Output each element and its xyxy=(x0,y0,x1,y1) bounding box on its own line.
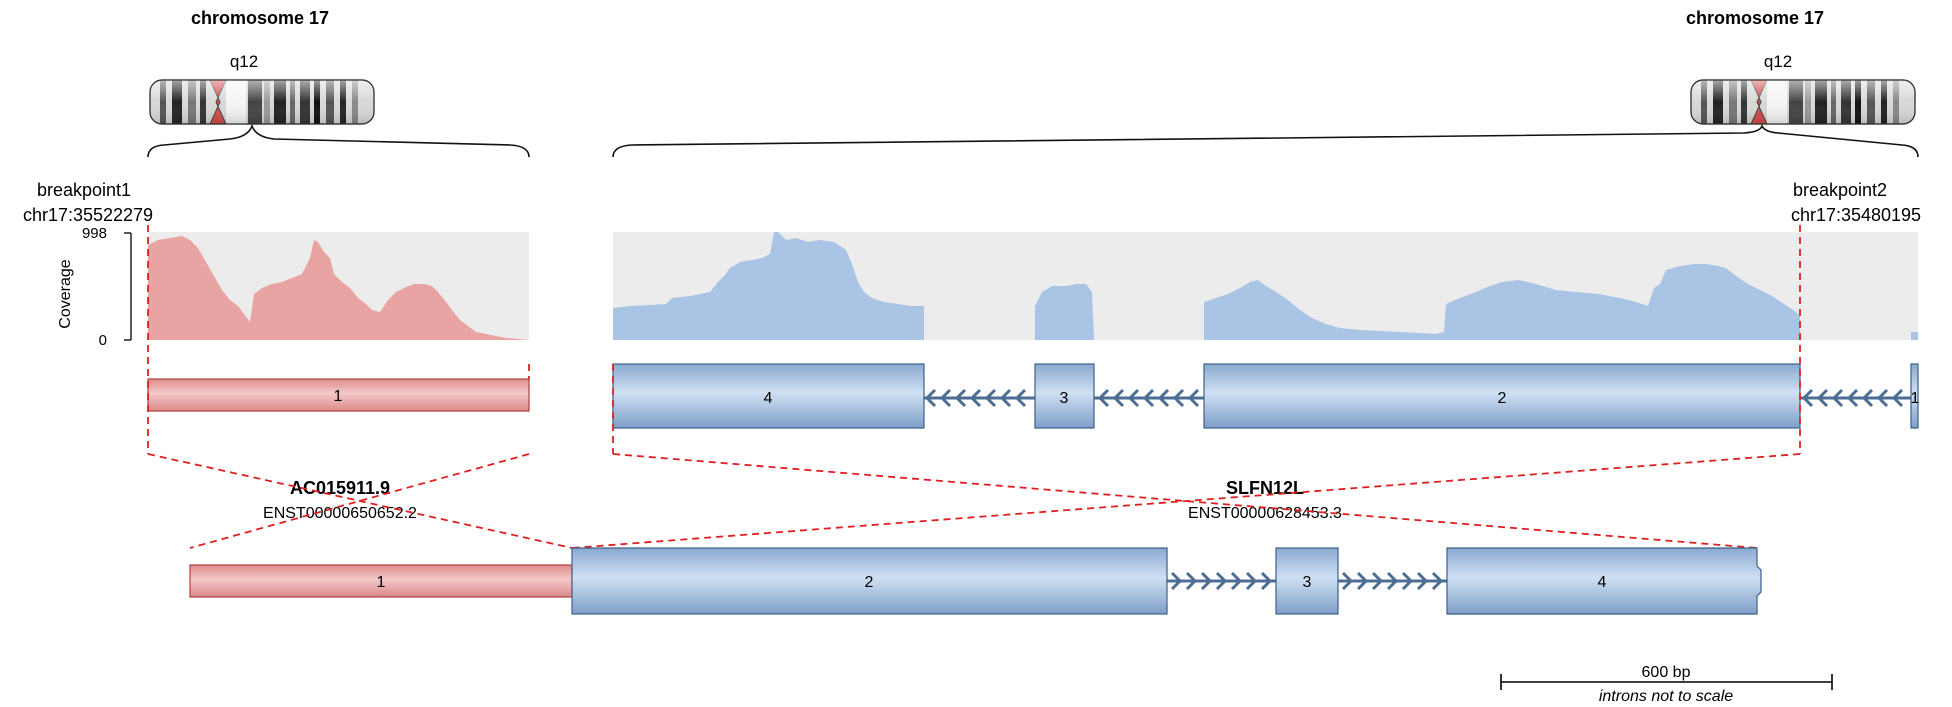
fusion-exon-1-label: 1 xyxy=(377,574,386,591)
breakpoint-mapping-lines xyxy=(147,225,1801,549)
right-exon-4-label: 4 xyxy=(764,390,773,407)
fusion-exon-3-label: 3 xyxy=(1303,574,1312,591)
left-chromosome-title: chromosome 17 xyxy=(191,8,329,28)
coverage-exon1 xyxy=(1911,332,1918,340)
left-exon-1-label: 1 xyxy=(334,388,343,405)
right-gene-name: SLFN12L xyxy=(1226,478,1304,498)
right-exon-1-label: 1 xyxy=(1911,390,1920,407)
breakpoint2-label: breakpoint2 xyxy=(1793,180,1887,200)
left-zoom-brace xyxy=(147,123,530,158)
fusion-exon-3 xyxy=(1275,547,1339,615)
fusion-exon-4-label: 4 xyxy=(1598,574,1607,591)
coverage-axis-label: Coverage xyxy=(57,259,74,328)
scale-bar-note: introns not to scale xyxy=(1599,688,1733,705)
coverage-exon2 xyxy=(1204,264,1800,340)
right-gene-intron-arrows xyxy=(924,388,1911,408)
right-exon-4 xyxy=(612,363,925,429)
coverage-exon4 xyxy=(613,232,924,340)
breakpoint1-position: chr17:35522279 xyxy=(23,205,153,225)
scale-bar xyxy=(1500,674,1833,690)
left-band-label: q12 xyxy=(230,52,258,71)
right-transcript-id: ENST00000628453.3 xyxy=(1188,505,1342,522)
coverage-left xyxy=(148,236,529,340)
fusion-exon-4 xyxy=(1446,547,1762,615)
right-zoom-brace xyxy=(612,123,1919,158)
left-chromosome-ideogram xyxy=(149,79,375,125)
coverage-axis xyxy=(124,232,132,341)
breakpoint2-position: chr17:35480195 xyxy=(1791,205,1921,225)
fusion-exon-1 xyxy=(189,564,573,598)
fusion-exon-2 xyxy=(571,547,1168,615)
right-exon-2 xyxy=(1203,363,1801,429)
right-exon-1 xyxy=(1910,363,1919,429)
right-exon-2-label: 2 xyxy=(1498,390,1507,407)
coverage-min-label: 0 xyxy=(99,332,107,349)
right-band-label: q12 xyxy=(1764,52,1792,71)
coverage-max-label: 998 xyxy=(82,225,107,242)
right-exon-3-label: 3 xyxy=(1060,390,1069,407)
coverage-exon3 xyxy=(1035,284,1094,340)
left-gene-name: AC015911.9 xyxy=(290,478,390,498)
fusion-exon-2-label: 2 xyxy=(865,574,874,591)
right-chromosome-title: chromosome 17 xyxy=(1686,8,1824,28)
breakpoint1-label: breakpoint1 xyxy=(37,180,131,200)
left-transcript-id: ENST00000650652.2 xyxy=(263,505,417,522)
scale-bar-label: 600 bp xyxy=(1642,664,1691,681)
right-exon-3 xyxy=(1034,363,1095,429)
fusion-intron-arrows xyxy=(1167,571,1447,591)
right-chromosome-ideogram xyxy=(1690,79,1916,125)
left-exon-1 xyxy=(147,378,530,412)
